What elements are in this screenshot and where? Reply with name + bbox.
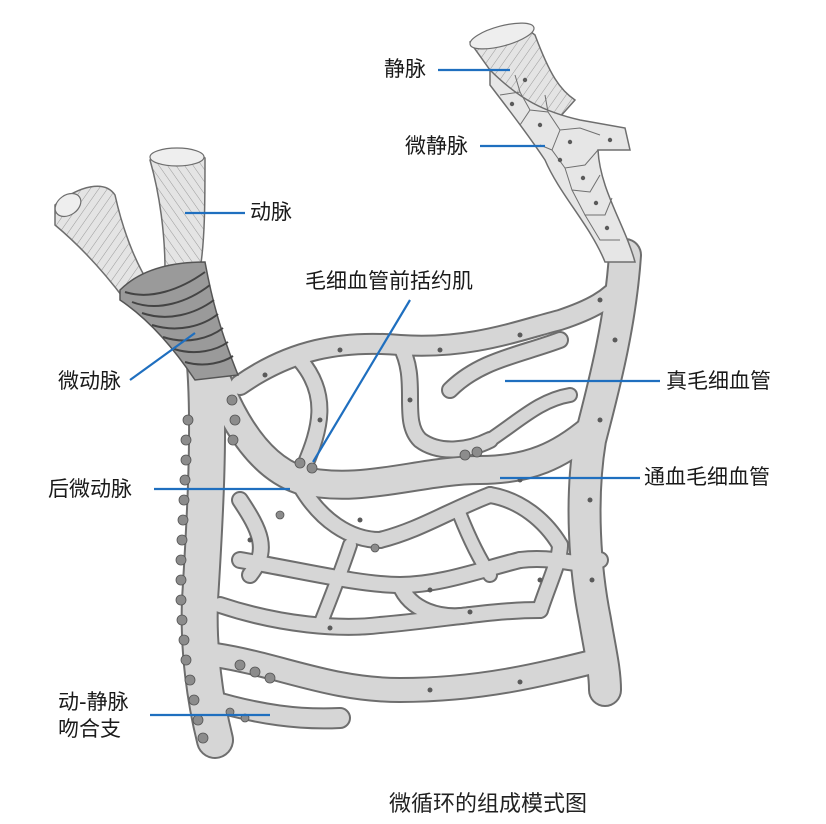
leader-precapillary-sphincter [312,299,411,463]
label-metarteriole: 后微动脉 [48,477,132,501]
leader-arteriole [129,332,196,381]
label-thoroughfare-channel: 通血毛细血管 [644,465,770,489]
figure-caption: 微循环的组成模式图 [388,792,587,817]
capillary-network-fill [182,240,640,757]
label-vein: 静脉 [384,57,426,81]
label-venule: 微静脉 [405,134,468,158]
label-av-anastomosis-line1: 动-静脉 [58,690,129,714]
endothelial-nuclei [247,297,618,693]
label-av-anastomosis-line2: 吻合支 [58,717,121,741]
label-precapillary-sphincter: 毛细血管前括约肌 [305,269,473,293]
label-artery: 动脉 [250,200,292,224]
label-true-capillary: 真毛细血管 [666,369,771,393]
artery-right [149,147,206,271]
arteriole [119,261,240,381]
artery-left [54,185,152,301]
label-arteriole: 微动脉 [58,369,121,393]
leader-lines [129,68,660,717]
venule [489,68,636,263]
